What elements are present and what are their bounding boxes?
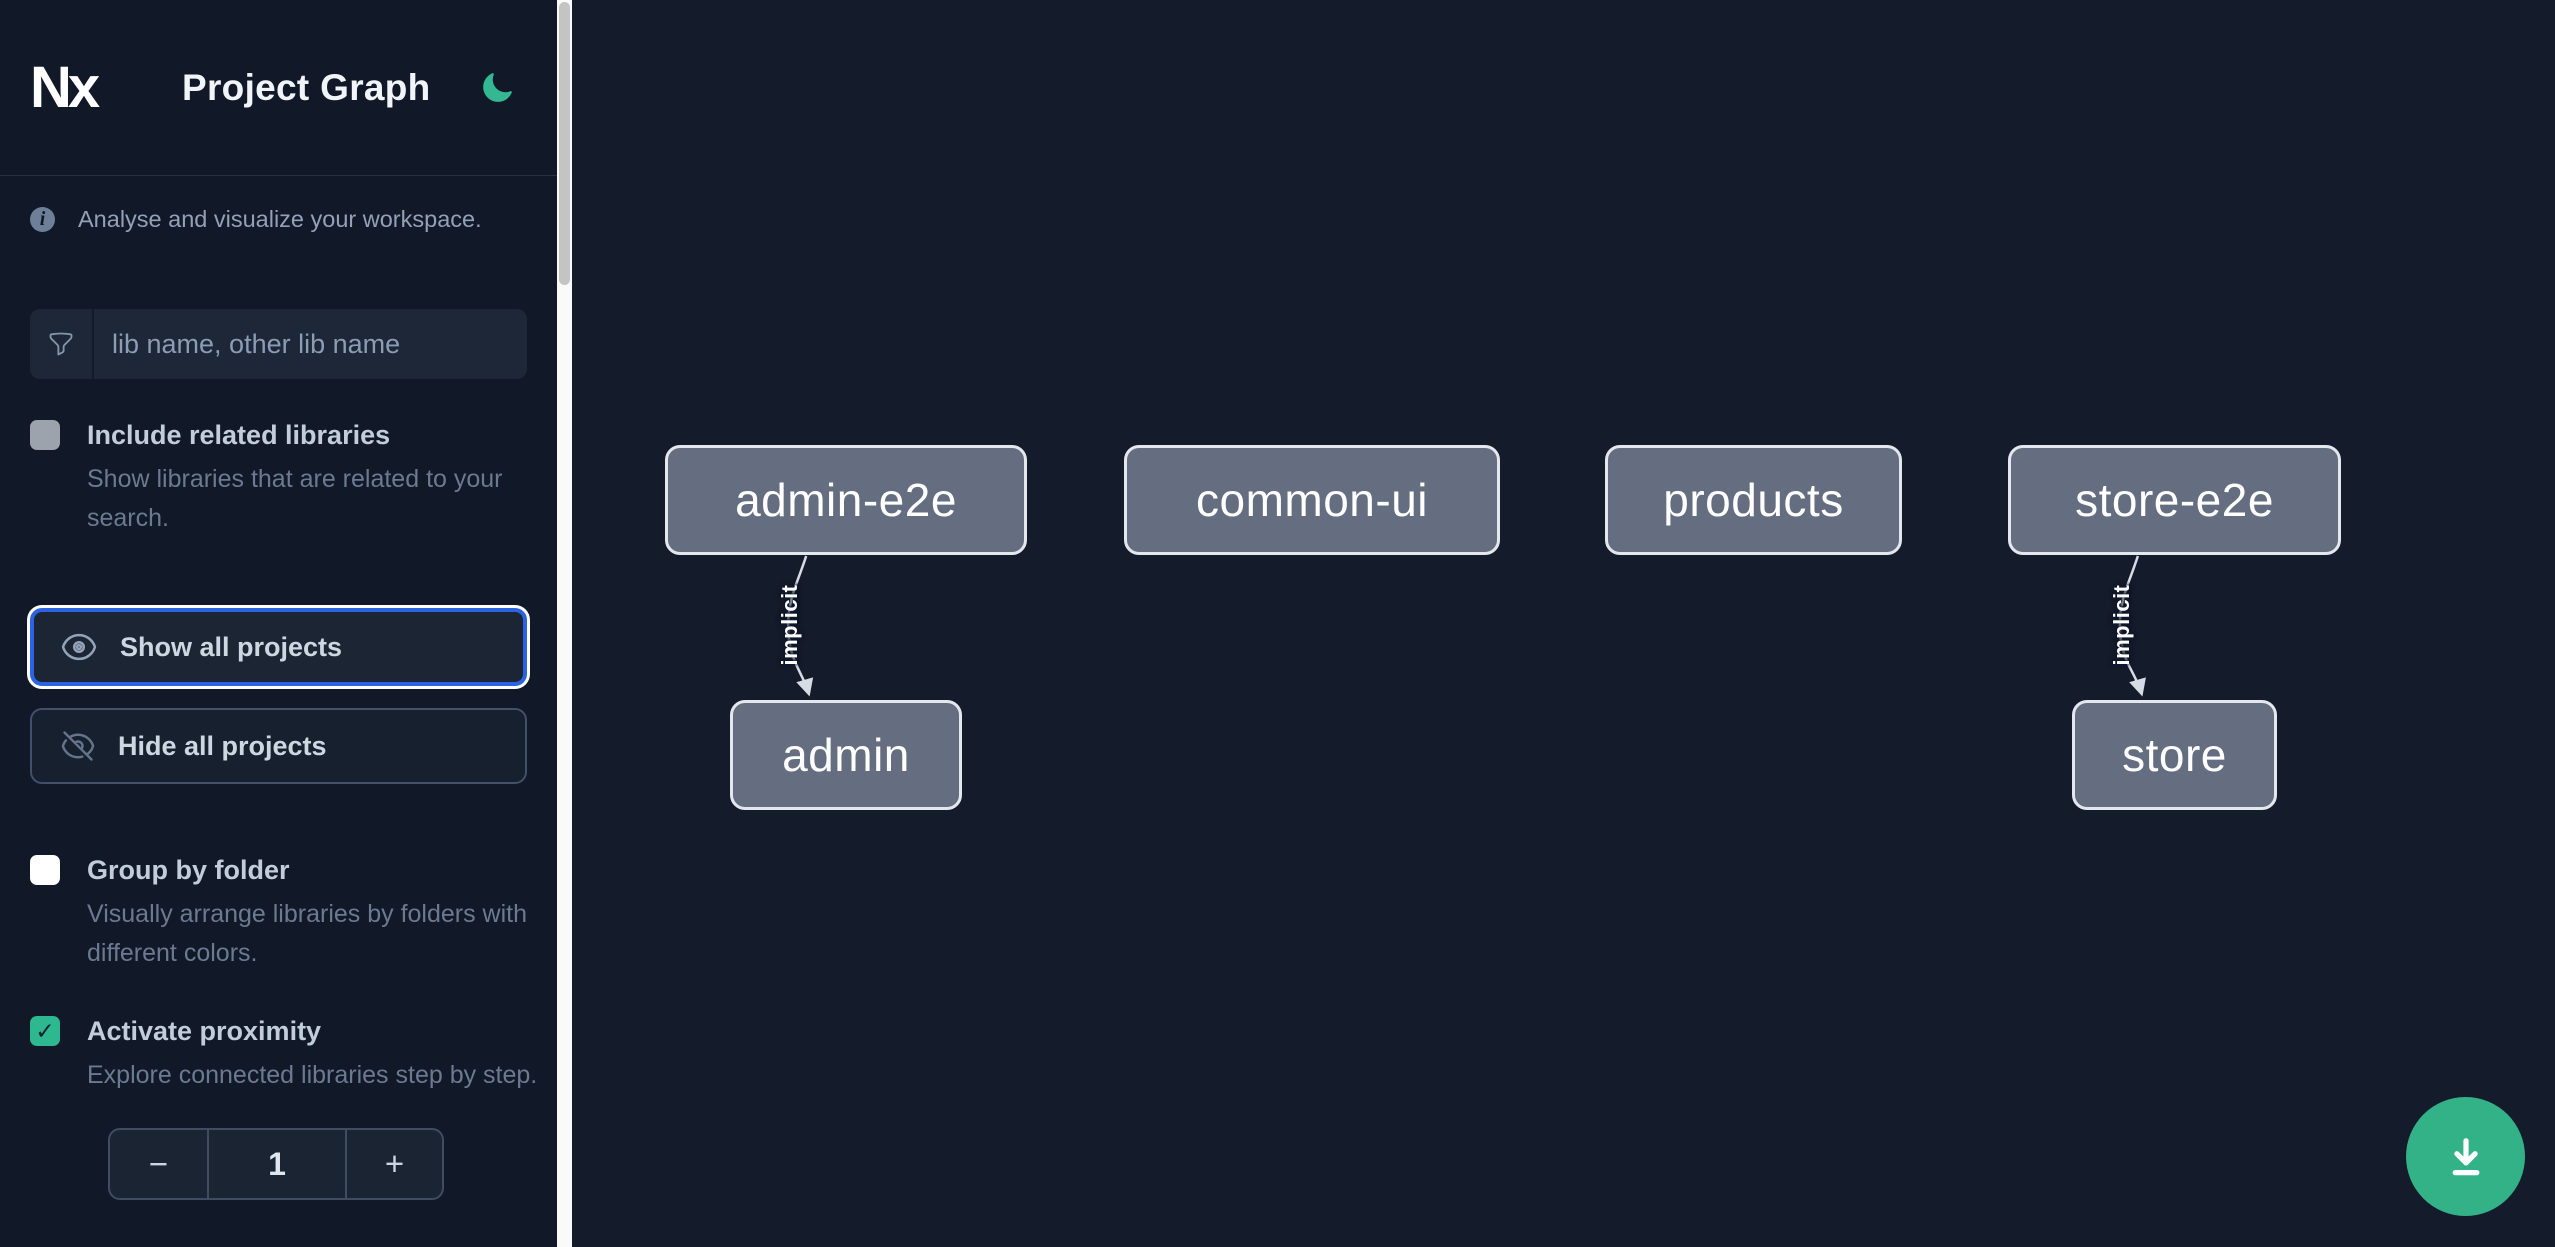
graph-canvas[interactable]: admin-e2e common-ui products store-e2e admin… bbox=[572, 0, 2555, 1247]
include-related-label: Include related libraries bbox=[87, 420, 391, 450]
nx-logo: Nx bbox=[30, 55, 126, 121]
graph-edge-store-e2e-store bbox=[2118, 555, 2146, 697]
filter-box bbox=[30, 309, 527, 379]
edge-label-admin-e2e-admin: implicit bbox=[777, 584, 803, 666]
nx-logo-text: Nx bbox=[30, 55, 100, 120]
graph-node-admin[interactable]: admin bbox=[730, 700, 962, 810]
group-by-folder-label: Group by folder bbox=[87, 855, 290, 885]
proximity-increment-button[interactable]: + bbox=[345, 1130, 442, 1198]
page-title: Project Graph bbox=[182, 66, 431, 108]
toggle-group-by-folder: Group by folder Visually arrange librari… bbox=[30, 853, 527, 973]
proximity-stepper: − 1 + bbox=[108, 1128, 444, 1200]
info-icon: i bbox=[30, 207, 55, 232]
toggle-activate-proximity: Activate proximity Explore connected lib… bbox=[30, 1014, 537, 1095]
sidebar-header: Nx Project Graph bbox=[0, 0, 557, 176]
graph-node-products[interactable]: products bbox=[1605, 445, 1902, 555]
theme-toggle-button[interactable] bbox=[477, 68, 517, 108]
graph-node-label: common-ui bbox=[1195, 474, 1428, 526]
sidebar-scrollbar-track[interactable] bbox=[557, 0, 572, 1247]
proximity-decrement-button[interactable]: − bbox=[110, 1130, 209, 1198]
graph-edges bbox=[786, 555, 2146, 697]
graph-node-store[interactable]: store bbox=[2072, 700, 2277, 810]
filter-input[interactable] bbox=[94, 309, 527, 379]
graph-node-label: store-e2e bbox=[2075, 474, 2274, 526]
download-icon bbox=[2452, 1137, 2479, 1175]
funnel-icon bbox=[30, 309, 94, 379]
sidebar: Nx Project Graph i Analyse and visualize… bbox=[0, 0, 572, 1247]
group-by-folder-description: Visually arrange libraries by folders wi… bbox=[87, 900, 528, 967]
save-image-button[interactable] bbox=[2406, 1097, 2525, 1216]
graph-node-label: products bbox=[1663, 474, 1844, 526]
graph-node-label: admin bbox=[782, 729, 910, 781]
graph-node-store-e2e[interactable]: store-e2e bbox=[2008, 445, 2341, 555]
graph-edge-admin-e2e-admin bbox=[786, 555, 814, 697]
include-related-checkbox[interactable] bbox=[30, 420, 60, 450]
sidebar-content: Nx Project Graph i Analyse and visualize… bbox=[0, 0, 557, 1247]
proximity-value: 1 bbox=[268, 1145, 286, 1182]
graph-node-admin-e2e[interactable]: admin-e2e bbox=[665, 445, 1027, 555]
group-by-folder-checkbox[interactable] bbox=[30, 855, 60, 885]
graph-node-label: store bbox=[2122, 729, 2227, 781]
activate-proximity-description: Explore connected libraries step by step… bbox=[87, 1061, 538, 1089]
moon-icon bbox=[482, 72, 512, 102]
workspace-tagline: Analyse and visualize your workspace. bbox=[78, 206, 482, 232]
activate-proximity-label: Activate proximity bbox=[87, 1016, 322, 1046]
include-related-description: Show libraries that are related to your … bbox=[87, 465, 503, 532]
activate-proximity-checkbox[interactable] bbox=[30, 1016, 60, 1046]
toggle-include-related: Include related libraries Show libraries… bbox=[30, 418, 527, 538]
show-all-projects-label: Show all projects bbox=[120, 631, 343, 662]
graph-node-label: admin-e2e bbox=[735, 474, 957, 526]
eye-icon bbox=[61, 633, 97, 661]
sidebar-scrollbar-thumb[interactable] bbox=[559, 2, 570, 285]
graph-node-common-ui[interactable]: common-ui bbox=[1124, 445, 1500, 555]
eye-slash-icon bbox=[61, 731, 95, 761]
show-all-projects-button[interactable]: Show all projects bbox=[30, 608, 527, 686]
hide-all-projects-label: Hide all projects bbox=[118, 730, 327, 761]
edge-label-store-e2e-store: implicit bbox=[2108, 584, 2134, 666]
workspace-info: i Analyse and visualize your workspace. bbox=[30, 206, 527, 233]
hide-all-projects-button[interactable]: Hide all projects bbox=[30, 708, 527, 784]
